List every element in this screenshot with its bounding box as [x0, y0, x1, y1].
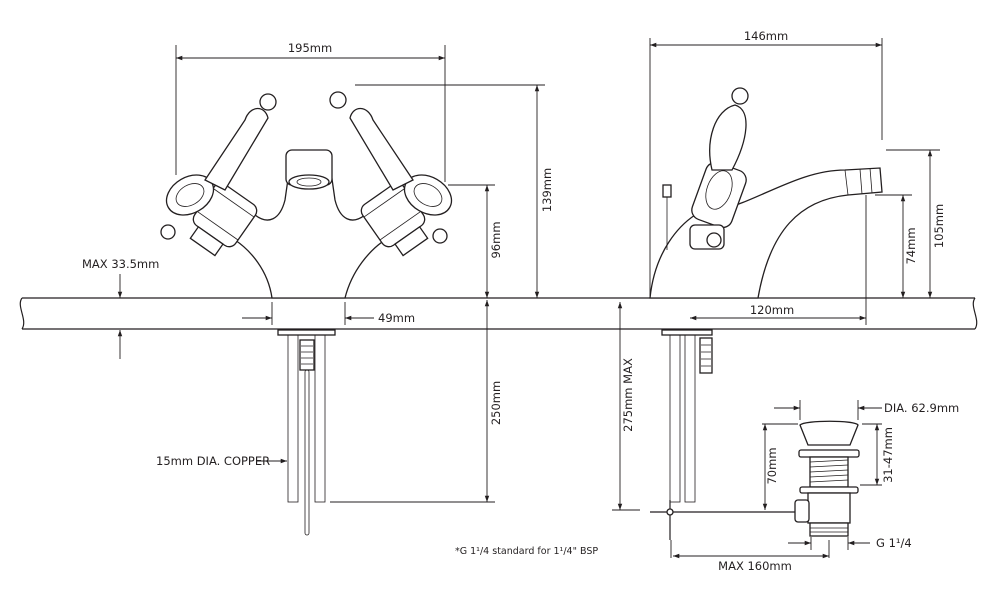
copper-pipe-label: 15mm DIA. COPPER: [156, 454, 270, 468]
dim-g-thread: G 1¹/4: [876, 536, 912, 550]
basin-mixer-drawing: [649, 87, 883, 540]
dim-195mm: 195mm: [288, 41, 332, 55]
worktop: [19, 297, 978, 330]
dim-74mm: 74mm: [904, 227, 918, 264]
dim-31-47mm: 31-47mm: [881, 427, 895, 483]
dim-120mm: 120mm: [750, 303, 794, 317]
dim-max-33-5mm: MAX 33.5mm: [82, 257, 159, 271]
mixer-dimensions: 195mm 139mm 96mm MAX 33.5mm 49mm 250mm 1…: [82, 41, 554, 503]
dim-146mm: 146mm: [744, 29, 788, 43]
footnote: *G 1¹/4 standard for 1¹/4" BSP: [455, 546, 598, 557]
dim-105mm: 105mm: [932, 204, 946, 248]
dim-96mm: 96mm: [489, 221, 503, 258]
mixer-tap-drawing: [160, 91, 453, 536]
dim-waste-diameter: DIA. 62.9mm: [884, 401, 959, 415]
dim-250mm: 250mm: [489, 381, 503, 425]
dim-70mm: 70mm: [765, 447, 779, 484]
pop-up-waste-drawing: [794, 420, 860, 537]
dim-139mm: 139mm: [540, 168, 554, 212]
dim-max-160mm: MAX 160mm: [718, 559, 792, 573]
dim-275mm-max: 275mm MAX: [621, 358, 635, 432]
basin-mixer-dimensions: 146mm 105mm 74mm 120mm 275mm MAX DIA. 62…: [612, 29, 959, 573]
dim-49mm: 49mm: [378, 311, 415, 325]
